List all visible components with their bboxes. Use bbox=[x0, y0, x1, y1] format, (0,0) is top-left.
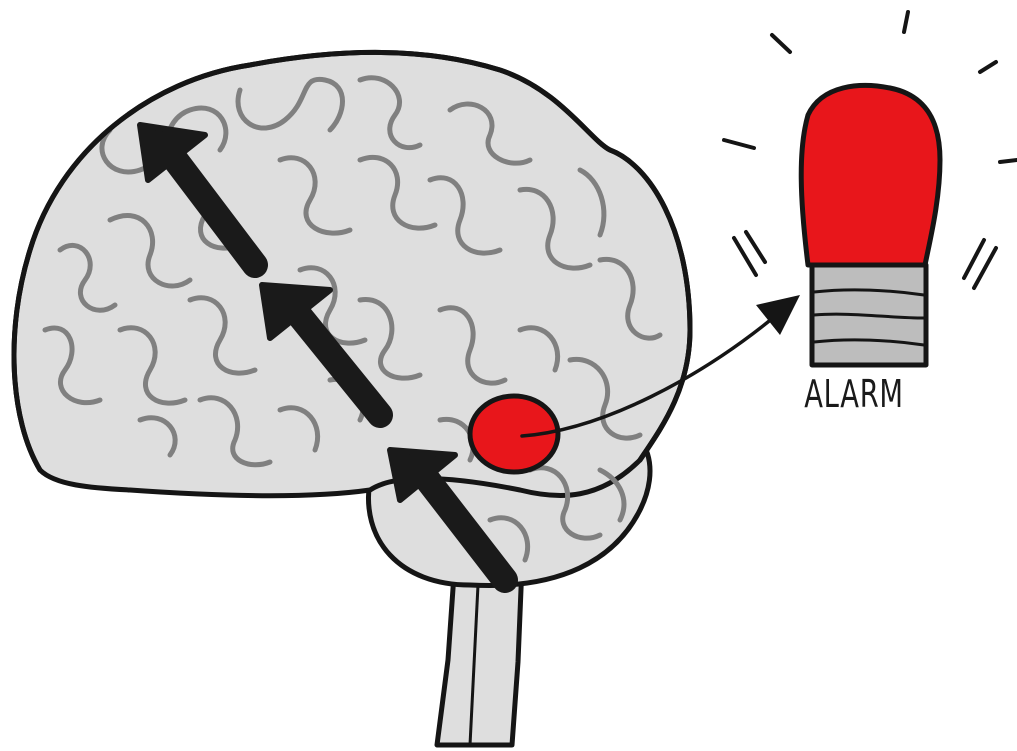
brain-icon bbox=[14, 53, 690, 561]
alarm-label: ALARM bbox=[804, 372, 905, 416]
